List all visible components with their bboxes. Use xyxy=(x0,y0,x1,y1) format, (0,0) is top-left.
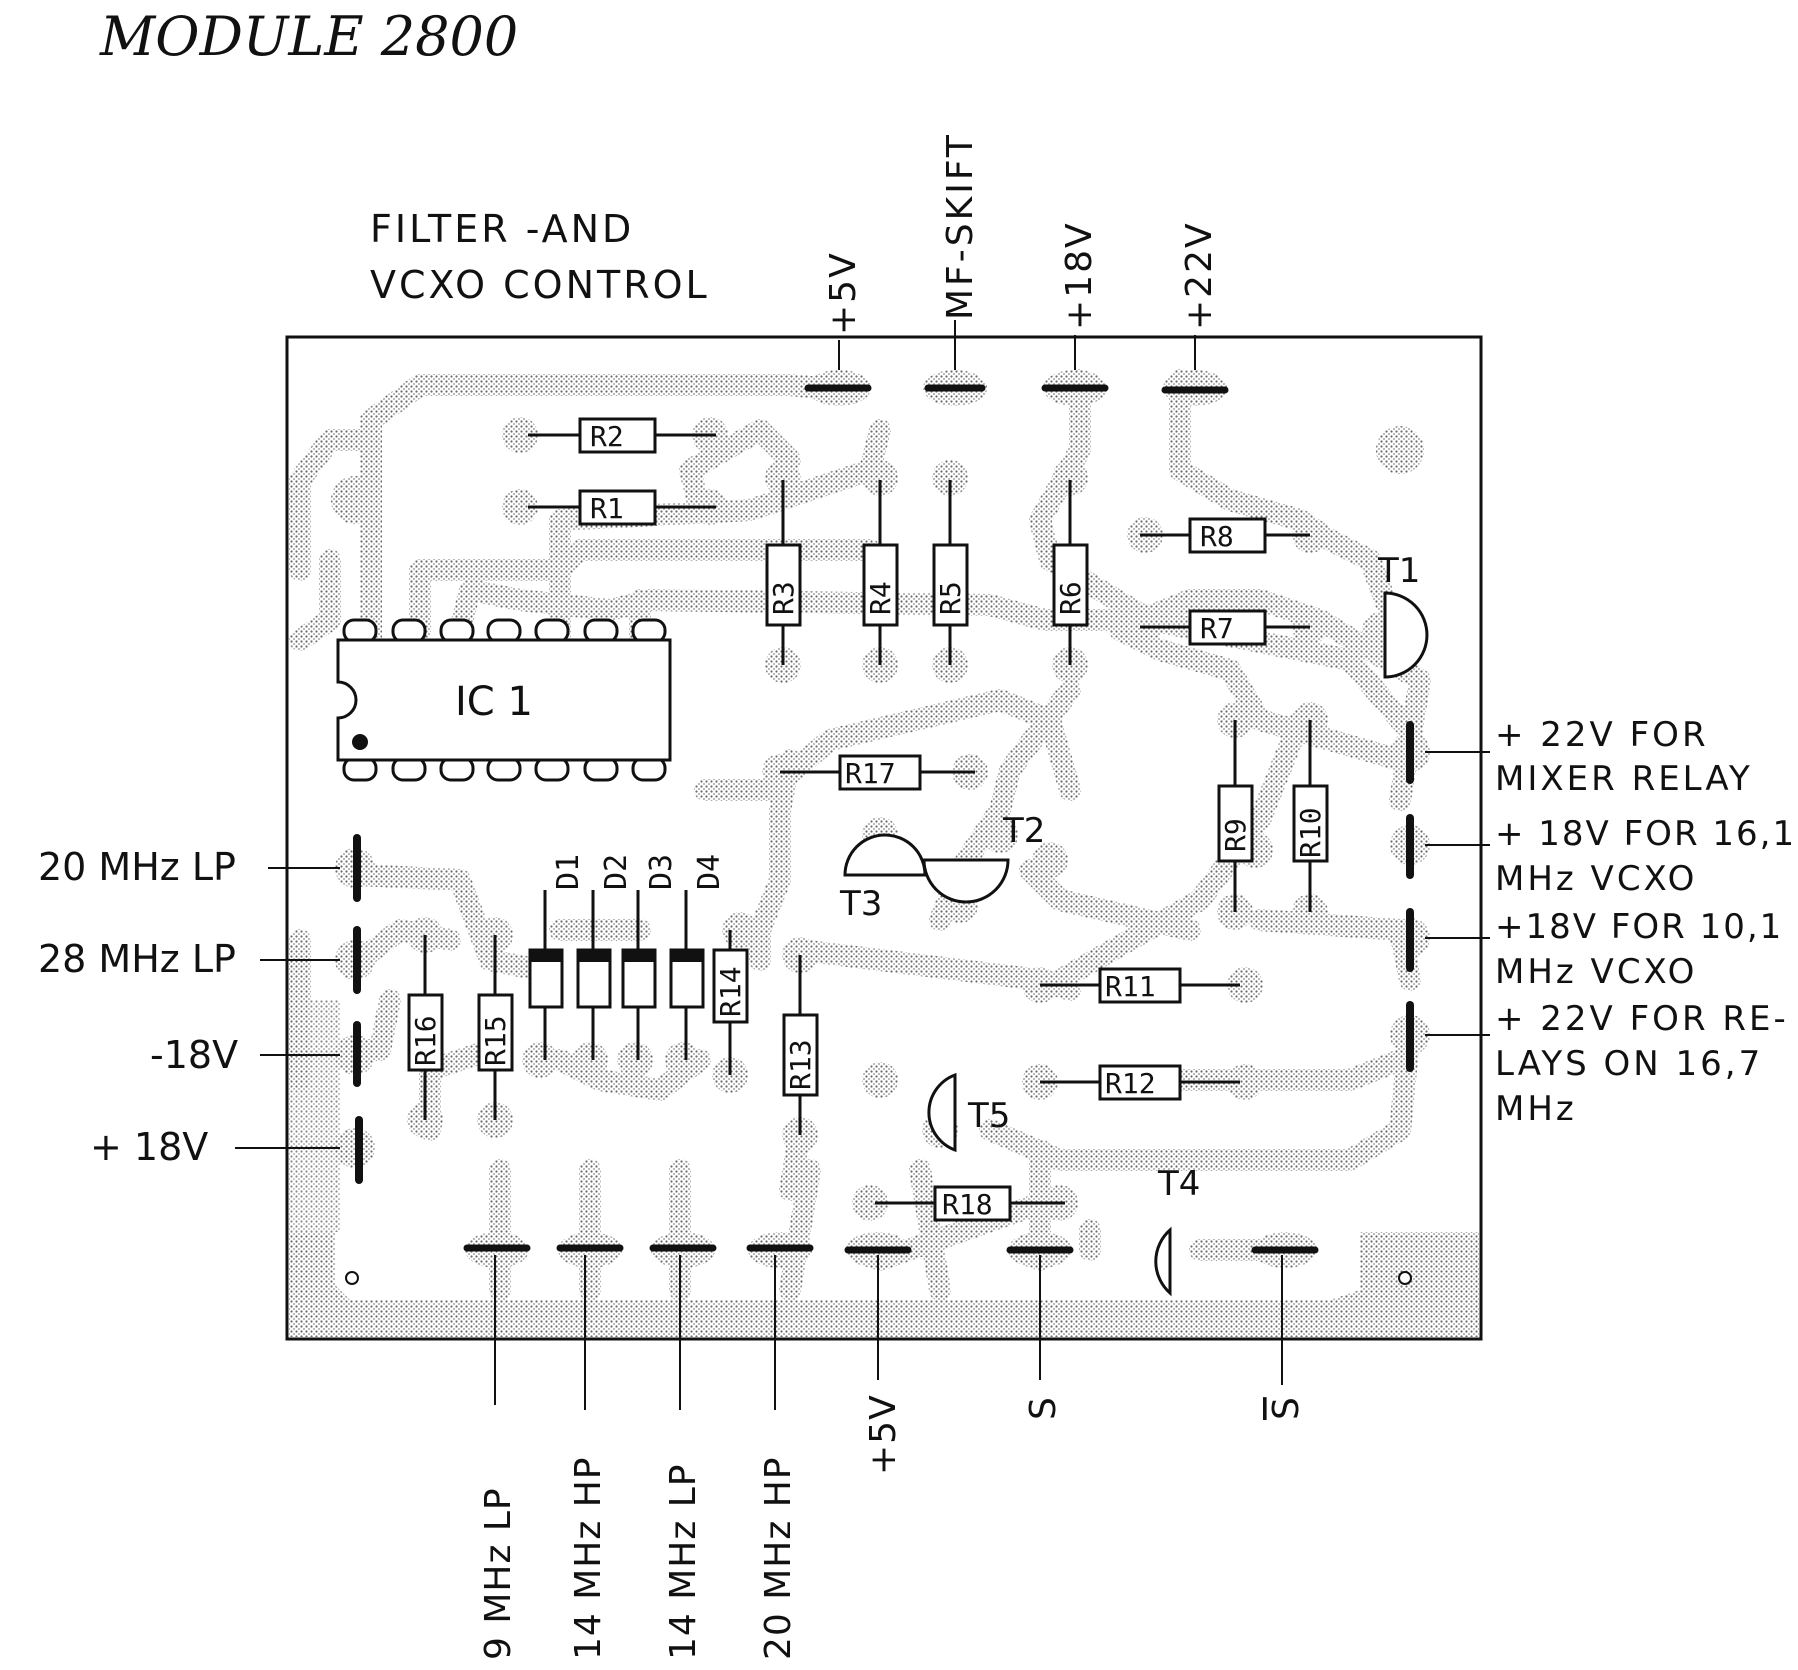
left-pin-20mhz-lp-label: 20 MHz LP xyxy=(38,845,236,889)
bottom-pin-group xyxy=(463,1232,1319,1410)
r1-label: R1 xyxy=(590,492,624,525)
left-pin-plus18v-label: + 18V xyxy=(90,1125,208,1169)
bottom-pin-20mhz-hp-label: 20 MHz HP xyxy=(758,1456,799,1660)
r7-label: R7 xyxy=(1200,612,1234,645)
d3-label: D3 xyxy=(644,854,679,890)
d4-label: D4 xyxy=(692,854,727,890)
right-pin-3-line-1: +18V FOR 10,1 xyxy=(1495,907,1783,947)
t4-body xyxy=(1154,1226,1172,1297)
r2-label: R2 xyxy=(590,420,624,453)
mounting-hole-right xyxy=(1398,1271,1412,1285)
right-pin-1-line-1: + 22V FOR xyxy=(1495,715,1709,755)
r12-label: R12 xyxy=(1105,1067,1156,1100)
board-title-line-1: FILTER -AND xyxy=(370,207,634,251)
top-pin-mf-skift-label: MF-SKIFT xyxy=(940,132,981,320)
mounting-hole-left xyxy=(345,1271,359,1285)
top-pin-group xyxy=(804,320,1229,406)
transistor-group xyxy=(843,591,1429,1297)
ic1-dip14 xyxy=(336,618,672,782)
r14-label: R14 xyxy=(714,966,747,1017)
bottom-pin-plus5v-label: +5V xyxy=(863,1394,904,1475)
right-pin-3-line-2: MHz VCXO xyxy=(1495,952,1697,992)
r15-label: R15 xyxy=(479,1015,512,1066)
board-title-line-2: VCXO CONTROL xyxy=(370,263,710,307)
resistor-labels: R2 R1 R8 R7 R17 R11 R12 R18 R3 R4 R5 R6 … xyxy=(409,420,1327,1221)
t3-body xyxy=(843,833,927,877)
r9-label: R9 xyxy=(1219,818,1252,852)
diode-labels: D1 D2 D3 D4 xyxy=(551,854,727,890)
diode-group xyxy=(528,890,705,1060)
r4-label: R4 xyxy=(864,581,897,615)
bottom-pin-14mhz-hp-label: 14 MHz HP xyxy=(568,1456,609,1660)
t3-label: T3 xyxy=(839,884,882,924)
right-pin-1-line-2: MIXER RELAY xyxy=(1495,759,1753,799)
right-pin-4-line-3: MHz xyxy=(1495,1089,1577,1129)
module-title: MODULE 2800 xyxy=(99,5,518,68)
right-pin-group xyxy=(1390,721,1490,1072)
top-pin-plus5v-label: +5V xyxy=(823,251,864,335)
r3-label: R3 xyxy=(767,581,800,615)
r6-label: R6 xyxy=(1054,581,1087,615)
t4-label: T4 xyxy=(1157,1164,1200,1204)
t1-label: T1 xyxy=(1377,551,1420,591)
d2-label: D2 xyxy=(599,854,634,890)
r11-label: R11 xyxy=(1105,970,1156,1003)
right-pin-2-line-2: MHz VCXO xyxy=(1495,859,1697,899)
r13-label: R13 xyxy=(784,1039,817,1090)
r5-label: R5 xyxy=(934,581,967,615)
left-pin-group xyxy=(235,834,375,1184)
bottom-pin-s-bar-label: S xyxy=(1266,1397,1307,1420)
right-pin-4-line-1: + 22V FOR RE- xyxy=(1495,999,1789,1039)
right-pin-4-line-2: LAYS ON 16,7 xyxy=(1495,1044,1763,1084)
right-pin-2-line-1: + 18V FOR 16,1 xyxy=(1495,814,1796,854)
d1-label: D1 xyxy=(551,854,586,890)
ic1-label: IC 1 xyxy=(455,679,533,725)
transistor-labels: T1 T2 T3 T4 T5 xyxy=(839,551,1420,1204)
t1-body xyxy=(1383,591,1429,679)
r18-label: R18 xyxy=(942,1188,993,1221)
t2-label: T2 xyxy=(1002,811,1045,851)
top-pin-plus18v-label: +18V xyxy=(1059,221,1100,330)
left-pin-minus18v-label: -18V xyxy=(150,1033,238,1077)
r10-label: R10 xyxy=(1294,807,1327,858)
r17-label: R17 xyxy=(845,757,896,790)
r16-label: R16 xyxy=(409,1015,442,1066)
bottom-pin-s-label: S xyxy=(1023,1397,1064,1420)
t5-label: T5 xyxy=(967,1096,1010,1136)
left-pin-28mhz-lp-label: 28 MHz LP xyxy=(38,937,236,981)
t5-body xyxy=(927,1072,957,1153)
top-pin-plus22v-label: +22V xyxy=(1179,221,1220,330)
bottom-pin-9mhz-lp-label: 9 MHz LP xyxy=(478,1487,519,1660)
resistor-bodies xyxy=(407,417,1329,1222)
r8-label: R8 xyxy=(1200,520,1234,553)
bottom-pin-14mhz-lp-label: 14 MHz LP xyxy=(663,1464,704,1661)
